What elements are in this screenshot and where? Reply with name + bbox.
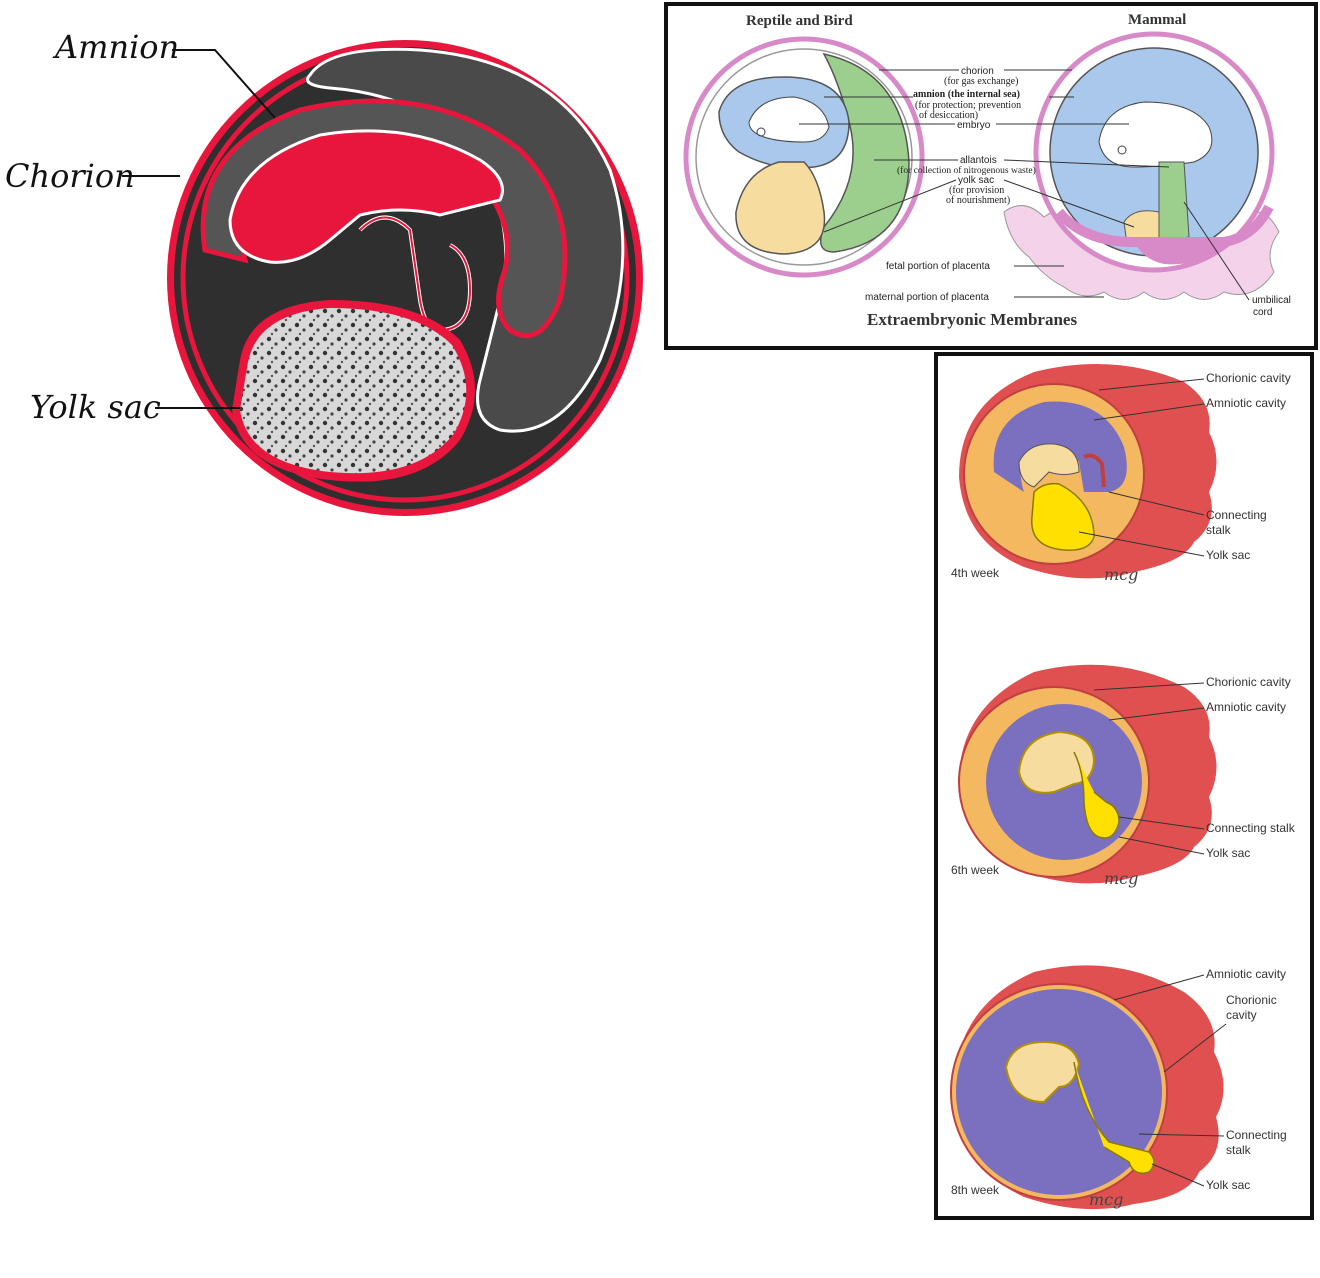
panel2-labels: chorion (for gas exchange) amnion (the i… <box>865 66 1291 318</box>
svg-text:of nourishment): of nourishment) <box>946 195 1010 206</box>
svg-text:Yolk sac: Yolk sac <box>1206 846 1250 860</box>
svg-text:(for protection; prevention: (for protection; prevention <box>915 100 1021 111</box>
extraembryonic-membranes-diagram: Reptile and Bird Mammal chorion (for gas… <box>664 2 1318 350</box>
stage2-leaders <box>1093 682 1205 855</box>
svg-text:Connecting stalk: Connecting stalk <box>1206 821 1296 835</box>
embryo-body <box>228 129 504 264</box>
mammal-embryo <box>1003 31 1280 300</box>
svg-text:maternal portion of placenta: maternal portion of placenta <box>865 292 989 303</box>
svg-text:Amniotic cavity: Amniotic cavity <box>1206 967 1286 981</box>
heading-mammal: Mammal <box>1128 12 1186 28</box>
svg-text:Chorionic cavity: Chorionic cavity <box>1206 675 1291 689</box>
svg-text:of desiccation): of desiccation) <box>919 110 978 121</box>
reptile-egg <box>683 36 925 278</box>
title-extraembryonic: Extraembryonic Membranes <box>867 310 1077 329</box>
svg-text:stalk: stalk <box>1226 1143 1252 1157</box>
embryo-membrane-diagram: Amnion Chorion Yolk sac <box>5 28 643 516</box>
svg-text:cavity: cavity <box>1226 1008 1257 1022</box>
stage2-labels: Chorionic cavity Amniotic cavity Connect… <box>1206 675 1296 860</box>
stage3-signature: mcg <box>1089 1190 1123 1209</box>
label-chorion: Chorion <box>5 157 135 195</box>
stage1-week: 4th week <box>951 566 1000 580</box>
svg-text:cord: cord <box>1253 307 1272 318</box>
svg-text:Chorionic: Chorionic <box>1226 993 1277 1007</box>
yolk-sac <box>232 300 475 482</box>
stage-4th-week <box>959 364 1217 579</box>
svg-text:Amniotic cavity: Amniotic cavity <box>1206 396 1286 410</box>
svg-text:Connecting: Connecting <box>1206 508 1267 522</box>
svg-text:embryo: embryo <box>957 120 991 131</box>
label-amnion: Amnion <box>52 28 179 66</box>
stage2-signature: mcg <box>1104 869 1138 888</box>
stage2-week: 6th week <box>951 863 1000 877</box>
stage3-labels: Amniotic cavity Chorionic cavity Connect… <box>1206 967 1287 1192</box>
stage1-signature: mcg <box>1104 565 1138 584</box>
label-yolk-sac: Yolk sac <box>30 388 161 426</box>
stage3-leaders <box>1113 974 1227 1187</box>
heading-reptile-bird: Reptile and Bird <box>746 13 853 29</box>
svg-text:Chorionic cavity: Chorionic cavity <box>1206 371 1291 385</box>
developmental-stages-diagram: 4th week mcg Chorionic cavity Amniotic c… <box>934 352 1314 1220</box>
stage-6th-week <box>958 664 1217 884</box>
svg-text:umbilical: umbilical <box>1252 295 1291 306</box>
panel2-leaders <box>799 69 1250 301</box>
svg-text:(for provision: (for provision <box>949 185 1004 196</box>
svg-text:fetal portion of placenta: fetal portion of placenta <box>886 261 990 272</box>
stage1-leaders <box>1078 378 1205 557</box>
leader-amnion <box>172 49 276 119</box>
svg-text:Yolk sac: Yolk sac <box>1206 1178 1250 1192</box>
svg-text:Yolk sac: Yolk sac <box>1206 548 1250 562</box>
svg-text:chorion: chorion <box>961 66 994 77</box>
svg-text:amnion (the internal sea): amnion (the internal sea) <box>913 89 1020 100</box>
svg-text:Amniotic cavity: Amniotic cavity <box>1206 700 1286 714</box>
svg-text:(for collection of nitrogenous: (for collection of nitrogenous waste) <box>897 165 1036 176</box>
svg-text:allantois: allantois <box>960 155 997 166</box>
svg-text:Connecting: Connecting <box>1226 1128 1287 1142</box>
svg-text:yolk sac: yolk sac <box>958 175 994 186</box>
svg-text:(for gas exchange): (for gas exchange) <box>944 76 1018 87</box>
svg-text:stalk: stalk <box>1206 523 1232 537</box>
stage-8th-week <box>950 965 1224 1210</box>
stage1-labels: Chorionic cavity Amniotic cavity Connect… <box>1206 371 1291 562</box>
stage3-week: 8th week <box>951 1183 1000 1197</box>
